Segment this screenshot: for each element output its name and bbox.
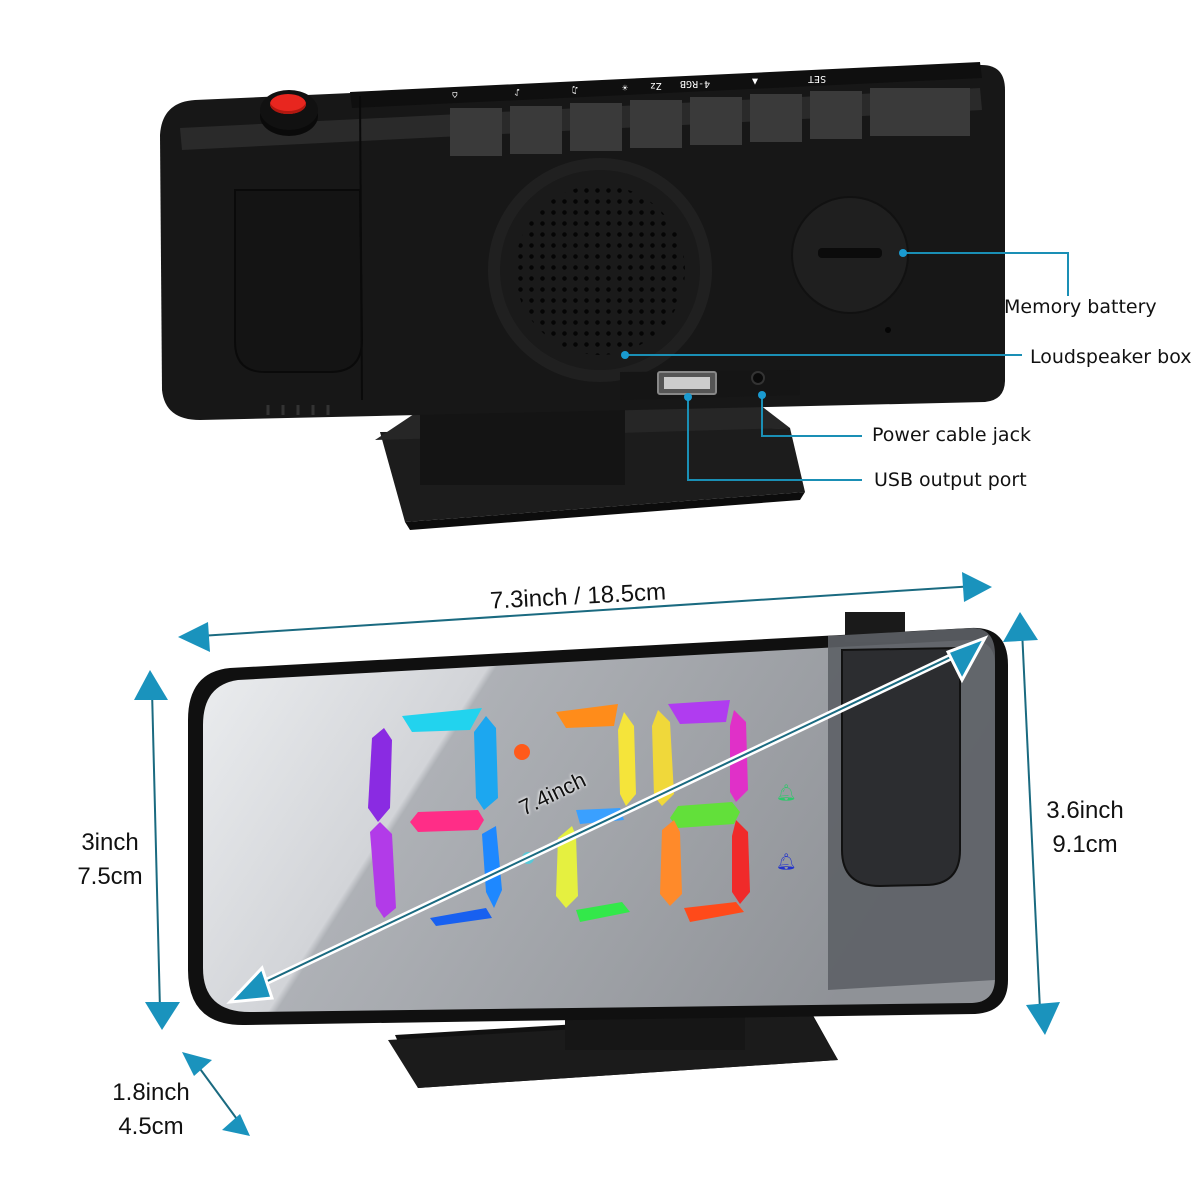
button-label-snooze: Zz bbox=[650, 80, 663, 91]
button-label-set: SET bbox=[808, 73, 827, 84]
loudspeaker-grille bbox=[515, 185, 685, 355]
projector-button-icon: ⌂ bbox=[452, 89, 459, 100]
button-label-up: ▲ bbox=[752, 76, 759, 87]
back-view: SET ▲ 4-RGB Zz ☀ ♫ ♪ ⌂ Memory battery Lo… bbox=[0, 0, 1200, 540]
alarm-1-button-icon: ♪ bbox=[514, 86, 521, 97]
height-left-cm: 7.5cm bbox=[77, 863, 143, 890]
front-view-graphic bbox=[134, 572, 1060, 1136]
height-left-inch: 3inch bbox=[81, 829, 139, 856]
alarm-1-icon: 🔔︎ bbox=[776, 783, 797, 802]
height-left-label: 3inch 7.5cm bbox=[60, 826, 160, 894]
callout-loudspeaker-box: Loudspeaker box bbox=[1030, 346, 1192, 368]
depth-inch: 1.8inch bbox=[112, 1079, 190, 1106]
height-right-inch: 3.6inch bbox=[1046, 797, 1124, 824]
callout-power-cable-jack: Power cable jack bbox=[872, 424, 1032, 446]
callout-usb-output-port: USB output port bbox=[874, 469, 1027, 491]
alarm-2-icon: 🔔︎ bbox=[776, 852, 797, 871]
front-view: 13:28 🔔︎ 🔔︎ 7.4inch 7.3inch / 18.5cm 3in… bbox=[0, 540, 1200, 1200]
alarm-2-button-icon: ♫ bbox=[572, 84, 579, 95]
depth-label: 1.8inch 4.5cm bbox=[96, 1076, 206, 1144]
button-label-rgb: 4-RGB bbox=[680, 78, 711, 89]
height-right-cm: 9.1cm bbox=[1052, 831, 1118, 858]
depth-cm: 4.5cm bbox=[118, 1113, 184, 1140]
height-right-label: 3.6inch 9.1cm bbox=[1030, 794, 1140, 862]
brightness-icon: ☀ bbox=[622, 81, 629, 92]
projector-button[interactable] bbox=[270, 94, 306, 114]
callout-memory-battery: Memory battery bbox=[1004, 296, 1157, 318]
